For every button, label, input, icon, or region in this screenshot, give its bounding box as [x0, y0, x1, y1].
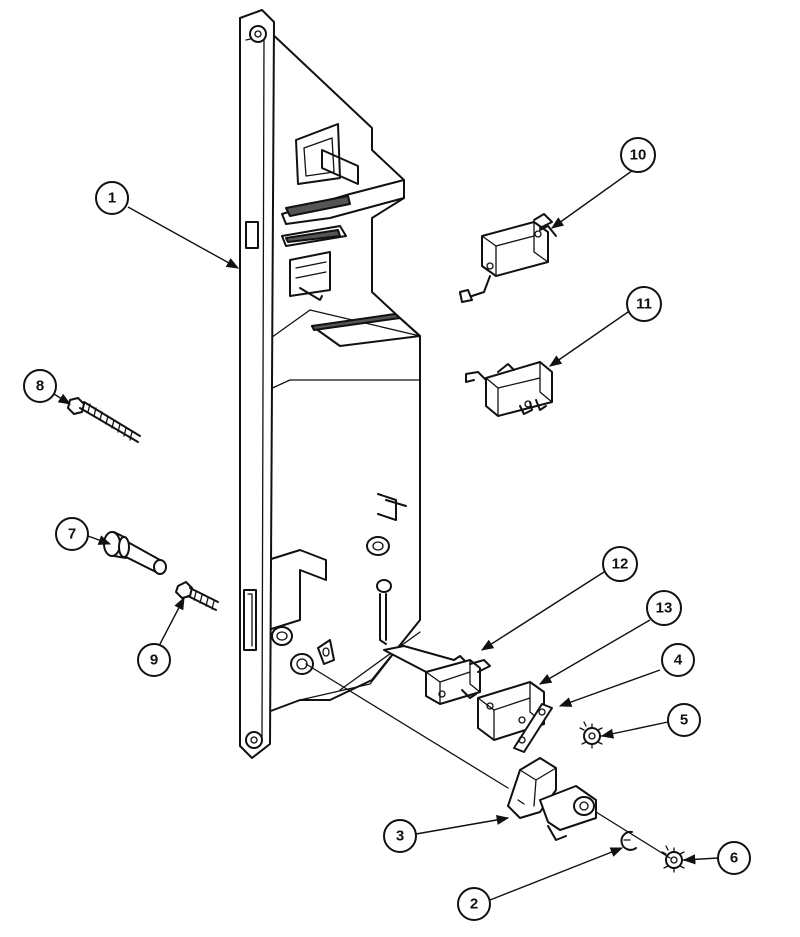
e-clip-2: [620, 830, 637, 851]
callout-9: 9: [137, 643, 171, 677]
callout-12-label: 12: [612, 556, 629, 573]
callout-4-label: 4: [674, 652, 683, 669]
callout-6: 6: [717, 841, 751, 875]
callout-5-label: 5: [680, 712, 688, 729]
callout-1-label: 1: [108, 190, 116, 207]
callout-10-label: 10: [630, 147, 647, 164]
callout-13: 13: [646, 590, 682, 626]
callout-11-label: 11: [636, 296, 652, 313]
callout-6-label: 6: [730, 850, 738, 867]
callout-9-label: 9: [150, 652, 158, 669]
callout-1: 1: [95, 181, 129, 215]
leader-lines: [53, 167, 719, 901]
callout-11: 11: [626, 286, 662, 322]
actuator-lever-3: [507, 757, 597, 841]
screw-9: [175, 581, 219, 611]
callout-13-label: 13: [656, 600, 673, 617]
callout-4: 4: [661, 643, 695, 677]
callout-3-label: 3: [396, 828, 404, 845]
callout-8: 8: [23, 369, 57, 403]
micro-switch-12: [383, 645, 491, 705]
screw-8: [67, 397, 141, 443]
micro-switch-11: [465, 361, 553, 417]
lock-nut-6: [661, 845, 687, 873]
micro-switch-10: [459, 213, 557, 303]
callout-12: 12: [602, 546, 638, 582]
callout-5: 5: [667, 703, 701, 737]
bracket-plate-4: [513, 703, 553, 753]
callout-2-label: 2: [470, 896, 478, 913]
callout-10: 10: [620, 137, 656, 173]
callout-7-label: 7: [68, 526, 76, 543]
shoulder-bolt-7: [103, 531, 167, 575]
callout-8-label: 8: [36, 378, 44, 395]
lock-washer-5: [579, 721, 605, 749]
callout-2: 2: [457, 887, 491, 921]
callout-3: 3: [383, 819, 417, 853]
callout-7: 7: [55, 517, 89, 551]
bracket-panel: [239, 9, 421, 759]
